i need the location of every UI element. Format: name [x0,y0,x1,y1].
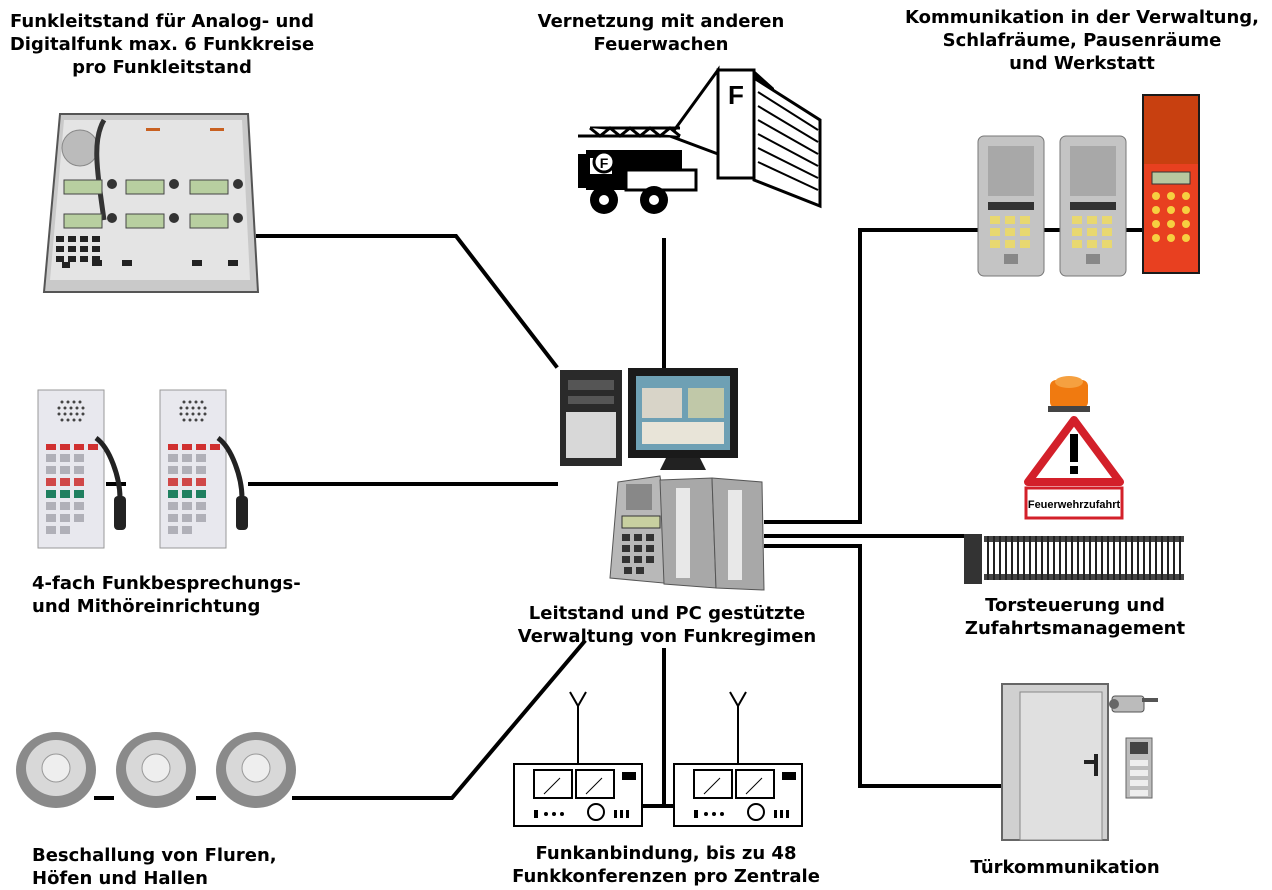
label-funkanbindung: Funkanbindung, bis zu 48 Funkkonferenzen… [512,843,820,887]
intercom-panels-icon [977,94,1200,277]
fire-station-icon: F F [578,65,822,214]
wire-tuer [764,544,1002,788]
building-letter: F [728,80,744,110]
truck-letter: F [600,155,609,171]
label-vernetzung: Vernetzung mit anderen Feuerwachen [537,11,785,55]
radio-talk-panels-icon [37,389,248,549]
radio-units-icon [513,691,803,827]
label-torsteuerung: Torsteuerung und Zufahrtsmanagement [964,595,1186,639]
label-beschallung: Beschallung von Fluren, Höfen und Hallen [32,845,277,889]
gate-icon [964,534,1184,584]
speakers-icon [16,732,296,808]
wire-kommunikation [764,228,978,524]
wire-beschallung [292,639,587,800]
label-tuerkommunikation: Türkommunikation [970,857,1160,878]
label-funkleitstand: Funkleitstand für Analog- und Digitalfun… [9,11,315,78]
label-funkbesprechung: 4-fach Funkbesprechungs- und Mithöreinri… [32,573,301,617]
label-kommunikation: Kommunikation in der Verwaltung, Schlafr… [904,7,1260,74]
door-intercom-icon [1001,683,1158,841]
access-warning-icon: Feuerwehrzufahrt [1024,376,1124,520]
label-leitstand: Leitstand und PC gestützte Verwaltung vo… [517,603,817,647]
wire-funkleitstand [256,234,559,369]
sign-text: Feuerwehrzufahrt [1028,499,1121,511]
radio-console-icon [42,113,260,293]
pc-workstation-icon [560,368,765,591]
